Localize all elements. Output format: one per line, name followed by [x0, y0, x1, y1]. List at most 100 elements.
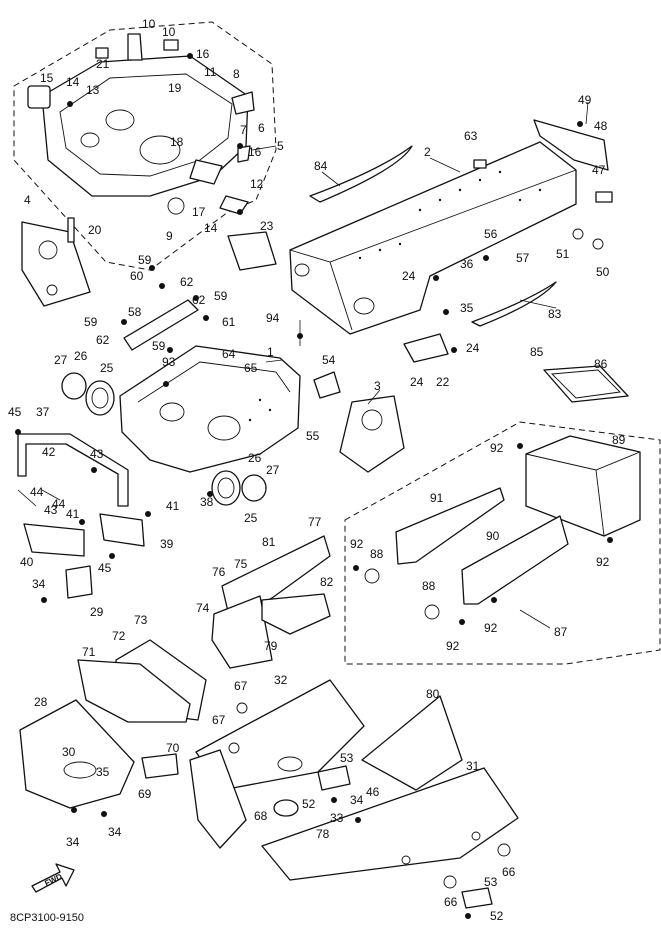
callout-59a: 59 [138, 253, 152, 267]
housing-part-3 [339, 395, 405, 473]
callout-30: 30 [62, 745, 76, 759]
callout-92a: 92 [490, 441, 504, 455]
nut-part-51 [572, 228, 584, 240]
callout-32: 32 [274, 673, 288, 687]
callout-65: 65 [244, 361, 258, 375]
callout-67b: 67 [212, 713, 226, 727]
callout-10a: 10 [142, 17, 156, 31]
callout-59c: 59 [84, 315, 98, 329]
callout-62a: 62 [180, 275, 194, 289]
damper-part-88a [364, 568, 380, 584]
callout-61: 61 [222, 315, 236, 329]
callout-10b: 10 [162, 25, 176, 39]
callout-72: 72 [112, 629, 126, 643]
callout-34d: 34 [350, 793, 364, 807]
grommet-part-68 [273, 799, 299, 817]
callout-43b: 43 [44, 503, 58, 517]
grommet-part-67b [228, 742, 240, 754]
callout-88b: 88 [422, 579, 436, 593]
callout-38: 38 [200, 495, 214, 509]
callout-57: 57 [516, 251, 530, 265]
callout-77: 77 [308, 515, 322, 529]
cap-part-47 [595, 191, 613, 203]
callout-67a: 67 [234, 679, 248, 693]
callout-93: 93 [162, 355, 176, 369]
callout-25b: 25 [244, 511, 258, 525]
guard-part-79 [261, 593, 331, 635]
callout-89: 89 [612, 433, 626, 447]
callout-52b: 52 [490, 909, 504, 923]
callout-36: 36 [460, 257, 474, 271]
fasteners [15, 53, 613, 919]
callout-92b: 92 [350, 537, 364, 551]
bracket-part-91 [395, 487, 505, 565]
callout-34b: 34 [66, 835, 80, 849]
grommet-part-66b [443, 875, 457, 889]
callout-85: 85 [530, 345, 544, 359]
callout-19: 19 [168, 81, 182, 95]
callout-35b: 35 [96, 765, 110, 779]
grommet-part-67a [236, 702, 248, 714]
callout-3: 3 [374, 379, 381, 393]
callout-90: 90 [486, 529, 500, 543]
callout-28: 28 [34, 695, 48, 709]
callout-54: 54 [322, 353, 336, 367]
fwd-label: FWD [43, 872, 64, 888]
bracket-part-22 [403, 333, 449, 363]
callout-50: 50 [596, 265, 610, 279]
bracket-part-58 [123, 299, 199, 351]
callout-27b: 27 [266, 463, 280, 477]
callout-39: 39 [160, 537, 174, 551]
callout-80: 80 [426, 687, 440, 701]
callout-44b: 44 [52, 497, 66, 511]
callout-92d: 92 [484, 621, 498, 635]
callout-27a: 27 [54, 353, 68, 367]
callout-11: 11 [204, 65, 217, 79]
callout-78: 78 [316, 827, 330, 841]
callout-56: 56 [484, 227, 498, 241]
front-frame-upper-assembly [27, 33, 255, 215]
callout-49: 49 [578, 93, 592, 107]
callout-31: 31 [466, 759, 480, 773]
callout-34a: 34 [32, 577, 46, 591]
callout-58: 58 [128, 305, 142, 319]
bracket-part-40 [23, 523, 85, 557]
callout-51: 51 [556, 247, 570, 261]
callout-64: 64 [222, 347, 236, 361]
callout-16b: 16 [248, 145, 262, 159]
plate-part-23 [227, 231, 277, 271]
bracket-part-29 [65, 565, 93, 599]
callout-8: 8 [233, 67, 240, 81]
callout-12: 12 [250, 177, 264, 191]
callout-62c: 62 [96, 333, 110, 347]
forward-direction-arrow: FWD [31, 863, 75, 893]
group-box-rear-brackets [344, 421, 661, 665]
callout-74: 74 [196, 601, 210, 615]
callout-37: 37 [36, 405, 50, 419]
callout-1: 1 [267, 345, 274, 359]
bracket-part-69 [141, 753, 179, 779]
callout-69: 69 [138, 787, 152, 801]
callout-6: 6 [258, 121, 265, 135]
callout-17: 17 [192, 205, 206, 219]
callout-66b: 66 [444, 895, 458, 909]
rail-part-84 [309, 145, 413, 203]
panel-part-71 [77, 659, 191, 723]
bolt-part-50 [592, 238, 604, 250]
callout-4: 4 [24, 193, 31, 207]
plate-part-85 [543, 365, 629, 403]
callout-45b: 45 [98, 561, 112, 575]
running-board-part-31 [261, 767, 519, 881]
grommet-part-66a [497, 843, 511, 857]
callout-29: 29 [90, 605, 104, 619]
callout-24b: 24 [466, 341, 480, 355]
panel-part-80 [361, 695, 463, 791]
callout-88a: 88 [370, 547, 384, 561]
callout-81: 81 [262, 535, 276, 549]
callout-14a: 14 [66, 75, 80, 89]
callout-23: 23 [260, 219, 274, 233]
callout-35a: 35 [460, 301, 474, 315]
callout-24a: 24 [402, 269, 416, 283]
